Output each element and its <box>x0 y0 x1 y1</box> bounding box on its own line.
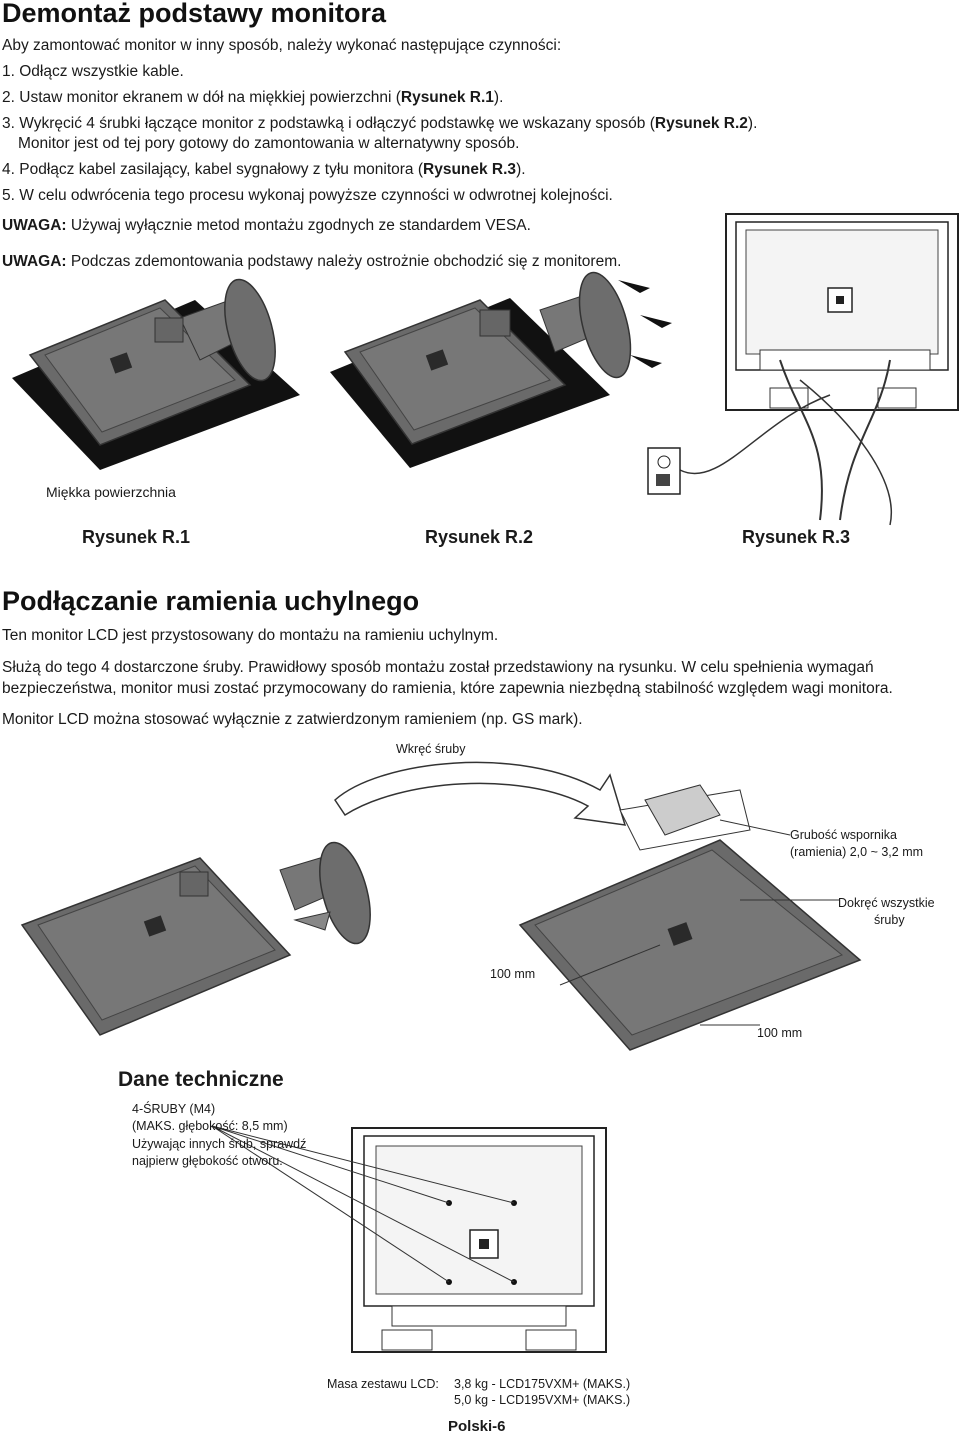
figure-reference: Rysunek R.2 <box>654 115 748 132</box>
figure-r3-illustration <box>647 213 959 526</box>
label-thickness-line1: Grubość wspornika <box>790 828 897 842</box>
step-text-end: ). <box>747 115 758 132</box>
figure-caption-r3: Rysunek R.3 <box>742 527 851 547</box>
label-dimension-1: 100 mm <box>490 967 536 981</box>
label-screw-in: Wkręć śruby <box>396 742 466 756</box>
figure-reference: Rysunek R.3 <box>423 161 517 178</box>
note-label: UWAGA: <box>2 253 67 270</box>
soft-surface-label: Miękka powierzchnia <box>46 484 176 500</box>
curved-arrow-illustration <box>334 761 627 826</box>
step-text: Odłącz wszystkie kable. <box>19 63 184 80</box>
step-3: 3. Wykręcić 4 śrubki łączące monitor z p… <box>2 114 757 134</box>
intro-text: Aby zamontować monitor w inny sposób, na… <box>2 37 562 54</box>
step-number: 4. <box>2 161 15 178</box>
weight-lcd195: 5,0 kg - LCD195VXM+ (MAKS.) <box>454 1393 631 1407</box>
note-careful: UWAGA: Podczas zdemontowania podstawy na… <box>2 252 621 272</box>
paragraph-2: Służą do tego 4 dostarczone śruby. Prawi… <box>2 659 874 676</box>
paragraph-2-continued: bezpieczeństwa, monitor musi zostać przy… <box>2 680 893 697</box>
figure-r2-illustration <box>330 271 672 468</box>
figure-r1-illustration <box>12 278 300 470</box>
weight-lcd175: 3,8 kg - LCD175VXM+ (MAKS.) <box>454 1377 631 1391</box>
figure-caption-r1: Rysunek R.1 <box>82 527 191 547</box>
step-text: W celu odwrócenia tego procesu wykonaj p… <box>19 187 613 204</box>
step-text-end: ). <box>493 89 504 106</box>
step-number: 1. <box>2 63 15 80</box>
page-footer: Polski-6 <box>448 1418 506 1435</box>
note-label: UWAGA: <box>2 217 67 234</box>
spec-depth: (MAKS. głębokość: 8,5 mm) <box>132 1119 288 1133</box>
step-1: 1. Odłącz wszystkie kable. <box>2 62 184 82</box>
monitor-back-illustration <box>211 1125 607 1353</box>
section-title-stand-removal: Demontaż podstawy monitora <box>2 0 387 28</box>
label-tighten-line1: Dokręć wszystkie <box>838 896 935 910</box>
figure-caption-r2: Rysunek R.2 <box>425 527 534 547</box>
label-dimension-2: 100 mm <box>757 1026 803 1040</box>
section-title-arm-mount: Podłączanie ramienia uchylnego <box>2 586 420 616</box>
paragraph-1: Ten monitor LCD jest przystosowany do mo… <box>2 627 499 644</box>
spec-note-line1: Używając innych śrub, sprawdź <box>132 1137 307 1151</box>
note-text: Używaj wyłącznie metod montażu zgodnych … <box>70 217 531 234</box>
spec-note-line2: najpierw głębokość otworu. <box>132 1154 283 1168</box>
arm-mount-right-illustration <box>518 784 862 1051</box>
paragraph-3: Monitor LCD można stosować wyłącznie z z… <box>2 711 583 728</box>
step-text-end: ). <box>516 161 526 178</box>
specs-title: Dane techniczne <box>118 1068 284 1091</box>
arm-mount-left-illustration <box>20 841 371 1036</box>
step-number: 2. <box>2 89 15 106</box>
label-tighten-line2: śruby <box>874 913 905 927</box>
step-number: 5. <box>2 187 15 204</box>
weight-label: Masa zestawu LCD: <box>327 1377 439 1391</box>
step-2: 2. Ustaw monitor ekranem w dół na miękki… <box>2 88 503 108</box>
step-number: 3. <box>2 115 15 132</box>
note-text: Podczas zdemontowania podstawy należy os… <box>70 253 622 270</box>
figure-reference: Rysunek R.1 <box>400 89 494 106</box>
step-4: 4. Podłącz kabel zasilający, kabel sygna… <box>2 160 526 180</box>
spec-screws: 4-ŚRUBY (M4) <box>132 1102 216 1116</box>
note-vesa: UWAGA: Używaj wyłącznie metod montażu zg… <box>2 216 531 236</box>
step-text: Wykręcić 4 śrubki łączące monitor z pods… <box>19 115 655 132</box>
step-5: 5. W celu odwrócenia tego procesu wykona… <box>2 186 613 206</box>
step-text: Ustaw monitor ekranem w dół na miękkiej … <box>19 89 401 106</box>
label-thickness-line2: (ramienia) 2,0 ~ 3,2 mm <box>790 845 924 859</box>
step-3-continued: Monitor jest od tej pory gotowy do zamon… <box>18 135 520 152</box>
step-text: Podłącz kabel zasilający, kabel sygnałow… <box>19 161 424 178</box>
